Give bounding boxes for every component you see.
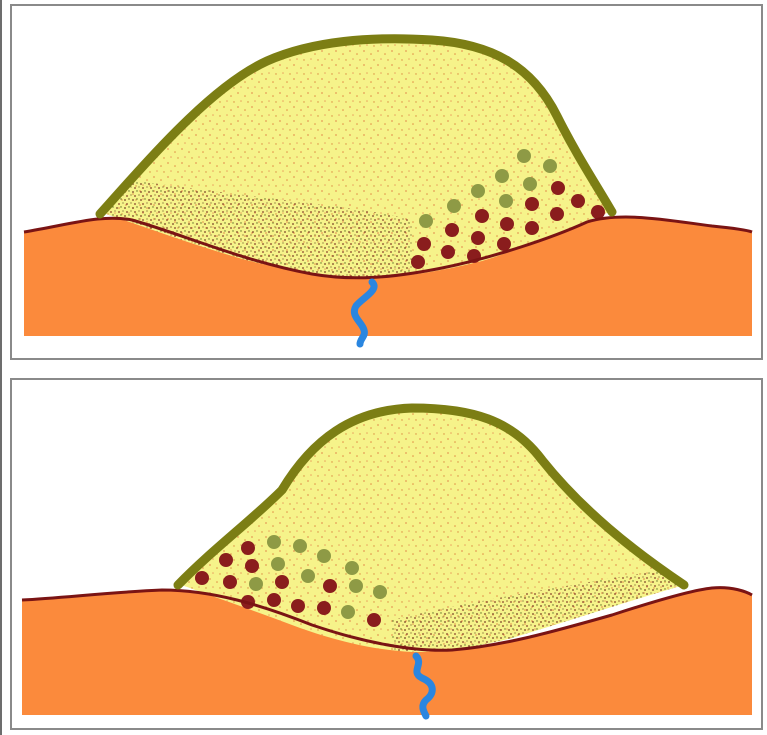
diagram-panel-top bbox=[10, 4, 763, 360]
deposit-diagram-top bbox=[12, 6, 765, 362]
page-edge-rule bbox=[0, 0, 2, 735]
diagram-panel-bottom bbox=[10, 378, 763, 730]
deposit-diagram-bottom bbox=[12, 380, 765, 732]
